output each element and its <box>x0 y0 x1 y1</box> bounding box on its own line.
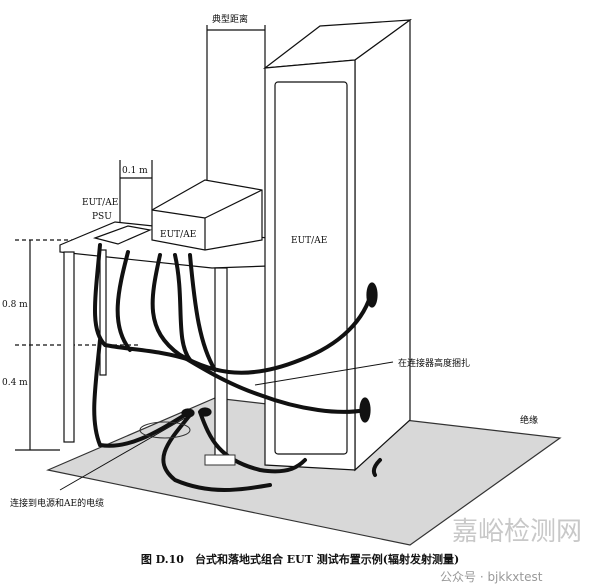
psu-label-line2: PSU <box>92 212 112 222</box>
gap-label: 0.1 m <box>122 166 148 176</box>
bundle-note: 在连接器高度捆扎 <box>398 359 471 369</box>
insulation-label: 绝缘 <box>520 416 539 426</box>
cables <box>92 243 382 492</box>
eut-box-table <box>151 179 263 251</box>
psu-box <box>92 225 153 245</box>
psu-label-line1: EUT/AE <box>82 198 119 208</box>
figure-caption: 图 D.10 台式和落地式组合 EUT 测试布置示例(辐射发射测量) <box>140 553 460 566</box>
height-08-label: 0.8 m <box>2 300 28 310</box>
watermark-account: 公众号 · bjkkxtest <box>440 570 543 584</box>
cabinet-eut-label: EUT/AE <box>291 236 328 246</box>
cable-note: 连接到电源和AE的电缆 <box>10 499 105 509</box>
height-04-label: 0.4 m <box>2 378 28 388</box>
watermark-brand: 嘉峪检测网 <box>452 517 583 547</box>
typical-distance-label: 典型距离 <box>212 15 249 25</box>
table-eut-label: EUT/AE <box>160 230 197 240</box>
